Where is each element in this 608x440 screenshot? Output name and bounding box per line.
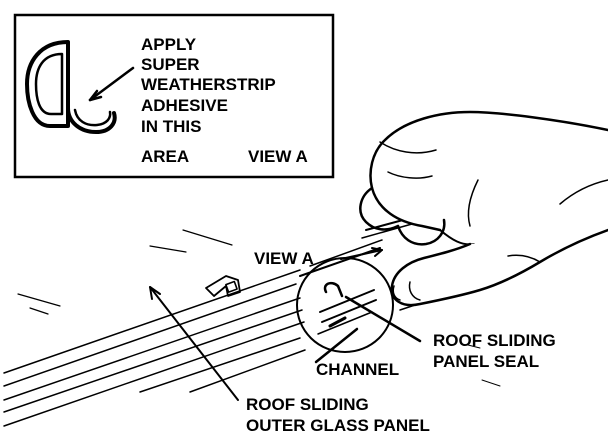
- roof-panel-drawing: [3, 110, 608, 427]
- inset-view-label: VIEW A: [248, 147, 308, 166]
- callout-channel: CHANNEL: [316, 360, 399, 379]
- callout-seal-line-1: ROOF SLIDING: [433, 331, 556, 350]
- callout-glass-line-2: OUTER GLASS PANEL: [246, 416, 430, 435]
- inset-line-5: IN THIS: [141, 117, 201, 136]
- callout-glass-line-1: ROOF SLIDING: [246, 395, 369, 414]
- hand-illustration: [359, 110, 608, 307]
- inset-line-4: ADHESIVE: [141, 96, 228, 115]
- weatherstrip-section-icon: [25, 40, 135, 134]
- inset-line-1: APPLY: [141, 35, 197, 54]
- callout-seal-line-2: PANEL SEAL: [433, 352, 539, 371]
- inset-line-3: WEATHERSTRIP: [141, 75, 276, 94]
- inset-view-a: APPLY SUPER WEATHERSTRIP ADHESIVE IN THI…: [13, 13, 335, 179]
- inset-line-2: SUPER: [141, 55, 200, 74]
- callout-view-a: VIEW A: [254, 249, 314, 268]
- inset-line-6: AREA: [141, 147, 189, 166]
